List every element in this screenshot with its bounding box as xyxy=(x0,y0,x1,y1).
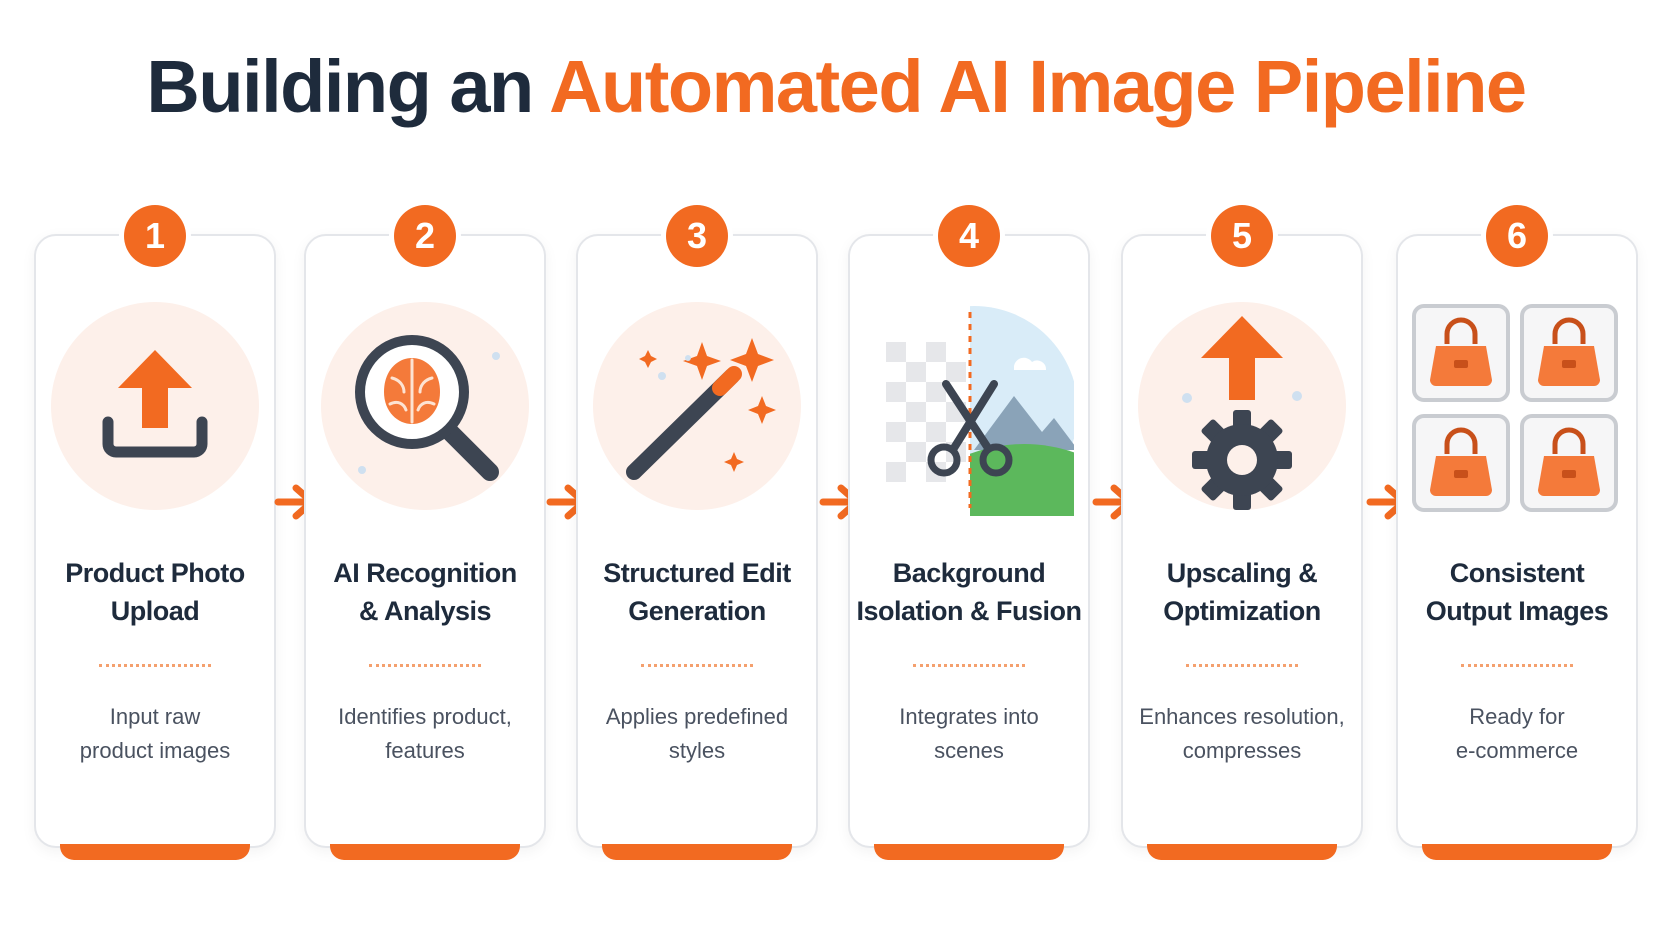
step-number-badge: 2 xyxy=(394,205,456,267)
step-number-badge: 3 xyxy=(666,205,728,267)
magic-wand-icon xyxy=(592,300,802,520)
step-description: Enhances resolution, compresses xyxy=(1139,704,1345,763)
step-title: Consistent Output Images xyxy=(1425,558,1609,626)
dotted-divider xyxy=(913,664,1025,667)
step-title: Upscaling & Optimization xyxy=(1163,558,1321,626)
dotted-divider xyxy=(641,664,753,667)
step-description: Identifies product, features xyxy=(338,704,512,763)
step-card-6: 6 Consistent Output Images Ready for e-c… xyxy=(1396,205,1638,860)
step-title: Background Isolation & Fusion xyxy=(856,558,1083,626)
card-accent-bar xyxy=(1422,844,1612,860)
card-accent-bar xyxy=(602,844,792,860)
step-number-badge: 5 xyxy=(1211,205,1273,267)
step-number-badge: 1 xyxy=(124,205,186,267)
step-description: Integrates into scenes xyxy=(899,704,1039,763)
card-accent-bar xyxy=(330,844,520,860)
dotted-divider xyxy=(99,664,211,667)
scissors-background-icon xyxy=(864,300,1074,520)
card-accent-bar xyxy=(874,844,1064,860)
step-title: AI Recognition & Analysis xyxy=(333,558,517,626)
title-dark-part: Building an xyxy=(146,45,534,128)
page-title: Building an Automated AI Image Pipeline xyxy=(0,44,1672,129)
step-title: Structured Edit Generation xyxy=(603,558,791,626)
step-description: Input raw product images xyxy=(79,704,231,763)
step-description: Applies predefined styles xyxy=(605,704,789,763)
title-accent-part: Automated AI Image Pipeline xyxy=(549,45,1527,128)
dotted-divider xyxy=(369,664,481,667)
dotted-divider xyxy=(1186,664,1298,667)
upload-icon xyxy=(50,300,260,520)
brain-magnifier-icon xyxy=(320,300,530,520)
handbag-grid-icon xyxy=(1412,300,1622,520)
upscale-gear-icon xyxy=(1137,300,1347,520)
card-accent-bar xyxy=(60,844,250,860)
step-title: Product Photo Upload xyxy=(65,558,245,626)
step-card-4: 4 xyxy=(848,205,1090,860)
card-accent-bar xyxy=(1147,844,1337,860)
step-card-2: 2 AI Recognition & Analysis Identifies p… xyxy=(304,205,546,860)
step-card-1: 1 Product Photo Upload Input raw product… xyxy=(34,205,276,860)
step-description: Ready for e-commerce xyxy=(1455,704,1579,763)
step-card-3: 3 Structured Edit Generation Applies pre… xyxy=(576,205,818,860)
step-number-badge: 4 xyxy=(938,205,1000,267)
step-number-badge: 6 xyxy=(1486,205,1548,267)
step-card-5: 5 Upscali xyxy=(1121,205,1363,860)
dotted-divider xyxy=(1461,664,1573,667)
